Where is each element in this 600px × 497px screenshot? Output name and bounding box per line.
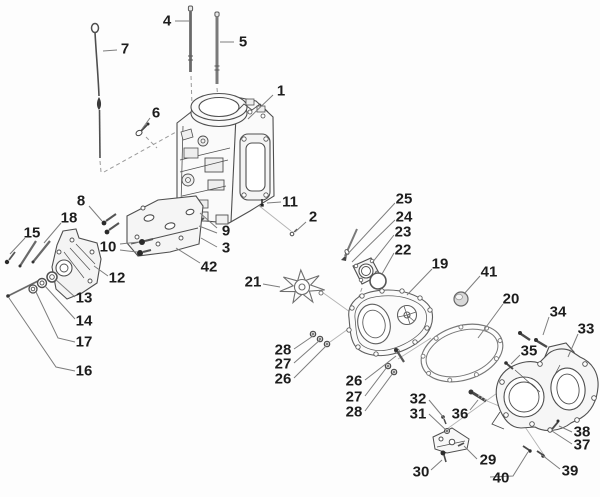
screw-40-drawing xyxy=(522,445,532,453)
leader-18 xyxy=(43,222,62,244)
clip-2-drawing xyxy=(289,228,298,237)
bolt-24-25-drawing xyxy=(341,228,358,261)
rod-4-drawing xyxy=(187,5,194,72)
leader-29 xyxy=(463,445,478,460)
cover-19-drawing xyxy=(346,288,434,357)
leader-10 xyxy=(119,249,138,253)
leader-41 xyxy=(463,275,481,295)
leader-14 xyxy=(44,285,76,320)
bolt-6-drawing xyxy=(135,122,150,137)
bracket-29-drawing xyxy=(432,427,470,454)
engine-block-drawing xyxy=(176,92,275,225)
bolt-15-drawing xyxy=(4,251,16,265)
leader-3 xyxy=(200,237,218,248)
leader-23 xyxy=(371,234,395,264)
leader-30 xyxy=(430,459,443,471)
bolts-8-drawing xyxy=(101,213,120,235)
fan-21-drawing xyxy=(279,268,325,305)
stud-16-drawing xyxy=(6,279,41,298)
dipstick-drawing xyxy=(90,22,102,159)
leader-9 xyxy=(199,212,218,229)
leader-42 xyxy=(175,247,201,264)
oring-22-drawing xyxy=(369,272,387,290)
bolt-30-drawing xyxy=(440,450,447,463)
rings-13-14-17-drawing xyxy=(28,271,58,294)
leader-6 xyxy=(141,117,151,130)
leader-35 xyxy=(510,354,521,365)
leader-11 xyxy=(266,201,282,204)
leader-1 xyxy=(247,94,274,120)
leader-8 xyxy=(88,205,103,222)
mount-plate-12-drawing xyxy=(51,228,102,300)
bolts-34-drawing xyxy=(518,331,548,349)
leader-19 xyxy=(406,268,433,296)
leader-21 xyxy=(262,283,281,288)
bolts-10-drawing xyxy=(137,238,154,256)
leader-7 xyxy=(102,49,118,52)
fasteners-26-27-28-left-drawing xyxy=(309,330,331,348)
leader-12 xyxy=(93,265,109,277)
leader-28 xyxy=(364,372,394,412)
leader-22 xyxy=(381,252,395,275)
housing-33-drawing xyxy=(491,342,599,432)
leader-28 xyxy=(293,335,314,350)
pin-37-38-drawing xyxy=(547,419,560,433)
leader-2 xyxy=(294,221,307,233)
bolt-32-drawing xyxy=(441,415,447,425)
leader-13 xyxy=(54,278,76,298)
leader-36 xyxy=(469,399,479,411)
leader-31 xyxy=(428,413,448,432)
leader-33 xyxy=(567,333,579,358)
leader-39 xyxy=(541,454,561,470)
leader-26 xyxy=(364,355,397,381)
bolt-36-drawing xyxy=(468,389,487,403)
leader-10 xyxy=(119,241,140,245)
fasteners-26-27-28-right-drawing xyxy=(384,348,405,376)
gasket-20-drawing xyxy=(420,323,504,383)
leader-25 xyxy=(344,202,396,258)
leader-32 xyxy=(428,399,445,419)
stud-11-drawing xyxy=(260,199,264,207)
leader-27 xyxy=(293,339,321,364)
leader-34 xyxy=(542,316,550,336)
leader-27 xyxy=(364,366,388,397)
rod-5-drawing xyxy=(214,11,220,84)
leader-37 xyxy=(551,430,573,445)
leader-38 xyxy=(558,425,573,433)
leader-17 xyxy=(35,291,76,343)
bracket-42-drawing xyxy=(126,195,204,257)
leader-20 xyxy=(477,303,504,339)
leader-9 xyxy=(198,225,218,234)
bolt-35-drawing xyxy=(504,361,514,370)
leader-15 xyxy=(9,237,26,255)
leader-lines xyxy=(8,20,579,478)
leader-40 xyxy=(489,451,529,478)
leader-24 xyxy=(351,219,396,263)
studs-18-drawing xyxy=(18,240,51,268)
plug-41-drawing xyxy=(453,291,469,307)
leader-26 xyxy=(293,345,327,379)
leader-16 xyxy=(8,297,76,372)
